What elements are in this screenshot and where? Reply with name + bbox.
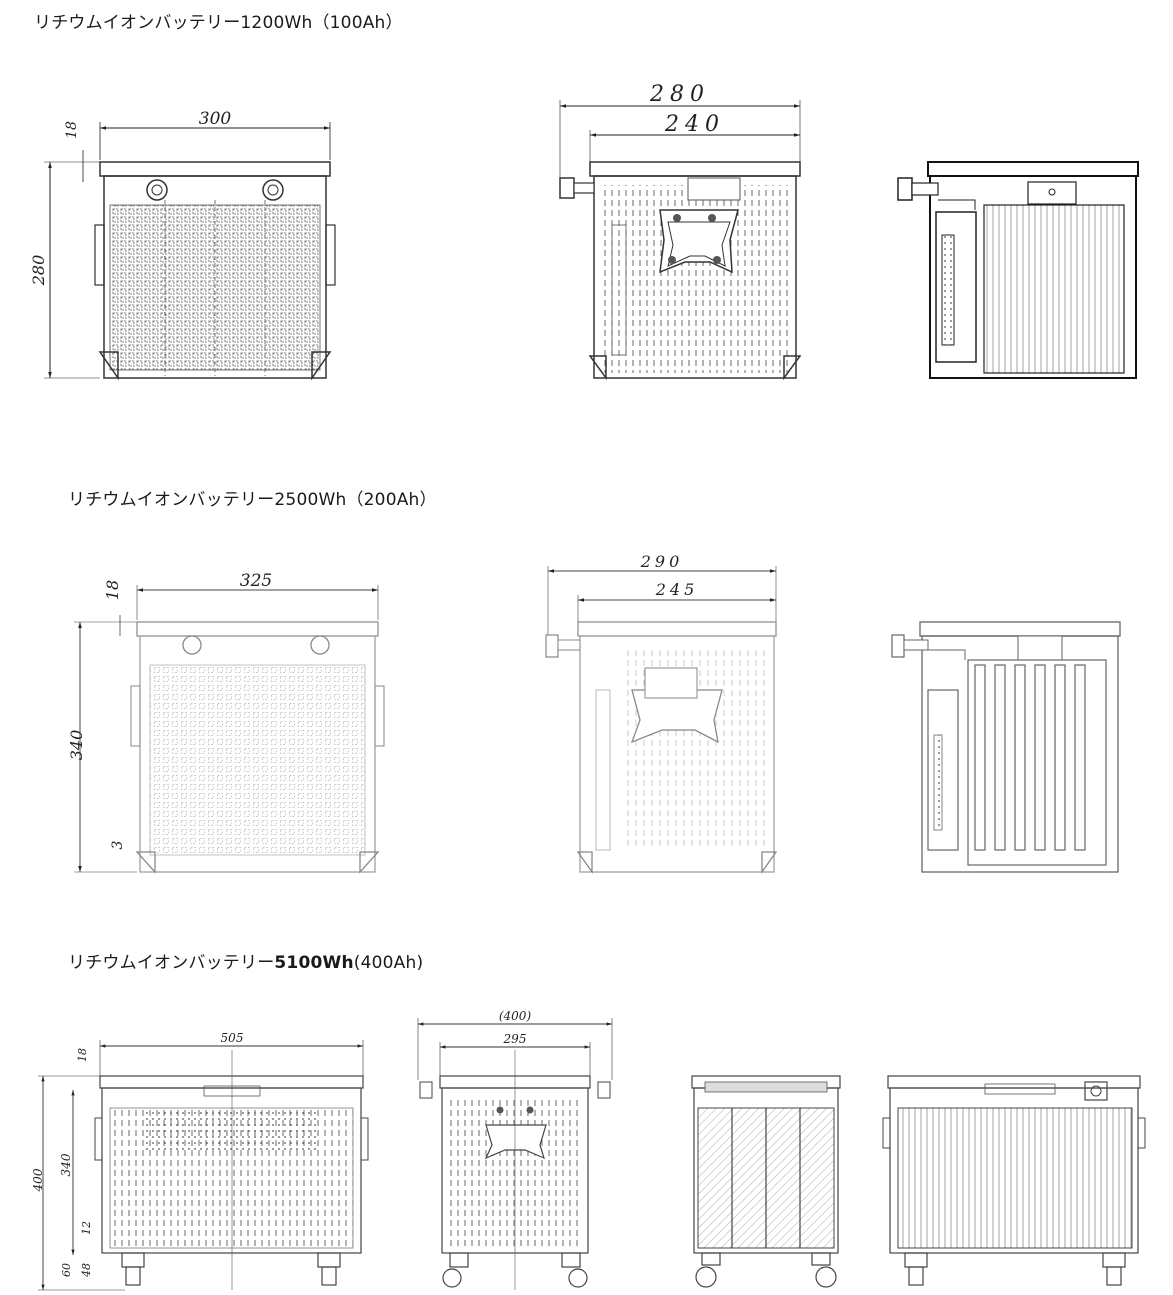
front-view-1200: 300 280 18 [29, 109, 336, 381]
dim-bottom-label: 3 [110, 840, 126, 849]
cell-view-5100 [691, 1075, 841, 1288]
dim-caster-inner-label: 48 [80, 1263, 93, 1278]
dim-side-inner-label: 245 [655, 580, 699, 599]
dim-top-label: 18 [76, 1048, 89, 1062]
dim-side-outer-label: 280 [649, 82, 710, 107]
side-view-1200: 280 240 [559, 82, 802, 381]
inner-view-1200 [897, 161, 1139, 379]
side-view-5100: (400) 295 [417, 1009, 613, 1290]
side-view-2500: 290 245 [545, 552, 778, 875]
dim-body-label: 340 [59, 1153, 73, 1176]
dim-height-label: 280 [29, 255, 48, 287]
dim-bottom-label: 12 [80, 1221, 93, 1235]
front-view-2500: 325 18 340 3 [67, 571, 385, 874]
dim-height-label: 340 [67, 730, 86, 761]
dim-side-outer-label: 290 [640, 552, 684, 571]
dim-total-label: 400 [31, 1168, 45, 1192]
dim-top-label: 18 [64, 121, 80, 139]
dim-width-label: 505 [221, 1031, 244, 1045]
dim-width-label: 325 [240, 571, 272, 591]
dim-side-inner-label: 295 [503, 1032, 527, 1046]
dim-top-label: 18 [103, 580, 122, 600]
section-title-5100: リチウムイオンバッテリー5100Wh(400Ah) [68, 953, 424, 973]
section-title-2500: リチウムイオンバッテリー2500Wh（200Ah） [68, 490, 437, 510]
dim-side-inner-label: 240 [664, 112, 725, 137]
inner-view-2500 [891, 621, 1121, 873]
front-view-5100: 505 400 340 18 12 60 48 [31, 1031, 369, 1291]
dim-caster-label: 60 [60, 1263, 73, 1277]
dim-width-label: 300 [199, 109, 232, 129]
inner-view-5100 [882, 1075, 1146, 1286]
section-title-1200: リチウムイオンバッテリー1200Wh（100Ah） [34, 13, 403, 33]
dim-side-outer-label: (400) [499, 1009, 532, 1023]
